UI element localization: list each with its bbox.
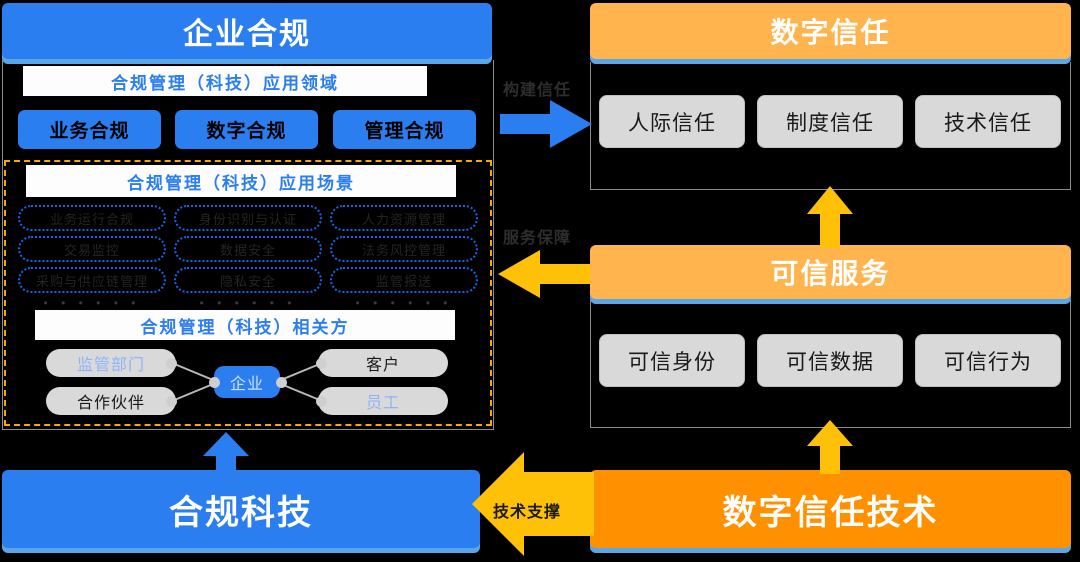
domain-chip-1[interactable]: 数字合规	[175, 110, 318, 149]
digital-trust-header[interactable]: 数字信任	[590, 3, 1071, 59]
scenario-pill-0-0[interactable]: 业务运行合规	[18, 205, 166, 231]
stakeholder-employee[interactable]: 员工	[318, 387, 448, 415]
domain-chip-2[interactable]: 管理合规	[333, 110, 476, 149]
scenario-pill-1-1[interactable]: 数据安全	[174, 236, 322, 262]
scenario-pill-2-0[interactable]: 人力资源管理	[330, 205, 478, 231]
scenario-pill-0-2[interactable]: 采购与供应链管理	[18, 267, 166, 293]
tech-support-arrow-icon	[472, 452, 594, 556]
stakeholder-customer[interactable]: 客户	[318, 349, 448, 377]
service-guarantee-arrow-icon	[498, 250, 590, 298]
compliance-tech-box[interactable]: 合规科技	[2, 470, 480, 548]
scenario-pill-2-2[interactable]: 监管报送	[330, 267, 478, 293]
trusted-service-chip-0[interactable]: 可信身份	[599, 334, 745, 387]
scenario-pill-1-2[interactable]: 隐私安全	[174, 267, 322, 293]
scenario-more-dots-0: • • • • • •	[43, 296, 141, 310]
link-joint-employee	[316, 396, 327, 407]
enterprise-compliance-title: 企业合规	[183, 18, 311, 51]
tech-support-label: 技术支撑	[493, 504, 562, 521]
stakeholder-enterprise[interactable]: 企业	[214, 366, 280, 398]
trusted-service-header[interactable]: 可信服务	[590, 245, 1071, 299]
domain-chip-0[interactable]: 业务合规	[18, 110, 161, 149]
scenario-more-dots-1: • • • • • •	[199, 296, 297, 310]
digital-trust-tech-title: 数字信任技术	[722, 493, 939, 532]
scenario-pill-0-1[interactable]: 交易监控	[18, 236, 166, 262]
link-joint-customer	[316, 358, 327, 369]
trusted-service-chip-1[interactable]: 可信数据	[757, 334, 903, 387]
trusted-service-title: 可信服务	[770, 258, 891, 289]
compliance-domain-caption: 合规管理（科技）应用领域	[23, 66, 427, 96]
compliance-scenario-caption: 合规管理（科技）应用场景	[26, 165, 456, 197]
link-joint-regulator	[166, 358, 177, 369]
scenario-more-dots-2: • • • • • •	[355, 296, 453, 310]
link-joint-right-hub	[276, 377, 287, 388]
compliance-tech-title: 合规科技	[169, 493, 313, 532]
build-trust-label: 构建信任	[503, 82, 572, 99]
trusted-service-chip-2[interactable]: 可信行为	[915, 334, 1061, 387]
stakeholder-partner[interactable]: 合作伙伴	[46, 387, 176, 415]
service-guarantee-label: 服务保障	[503, 230, 572, 247]
digital-trust-tech-up-arrow-icon	[807, 420, 853, 474]
enterprise-compliance-header[interactable]: 企业合规	[2, 3, 492, 59]
link-joint-partner	[166, 396, 177, 407]
scenario-pill-1-0[interactable]: 身份识别与认证	[174, 205, 322, 231]
digital-trust-chip-0[interactable]: 人际信任	[599, 95, 745, 148]
compliance-tech-up-arrow-icon	[203, 432, 249, 474]
digital-trust-tech-box[interactable]: 数字信任技术	[590, 470, 1071, 548]
trusted-service-up-arrow-icon	[807, 186, 853, 248]
compliance-stakeholder-caption: 合规管理（科技）相关方	[35, 310, 455, 340]
link-joint-left-hub	[209, 377, 220, 388]
scenario-pill-2-1[interactable]: 法务风控管理	[330, 236, 478, 262]
digital-trust-title: 数字信任	[770, 17, 891, 48]
build-trust-arrow-icon	[500, 100, 592, 148]
digital-trust-chip-2[interactable]: 技术信任	[915, 95, 1061, 148]
stakeholder-regulator[interactable]: 监管部门	[46, 349, 176, 377]
digital-trust-chip-1[interactable]: 制度信任	[757, 95, 903, 148]
